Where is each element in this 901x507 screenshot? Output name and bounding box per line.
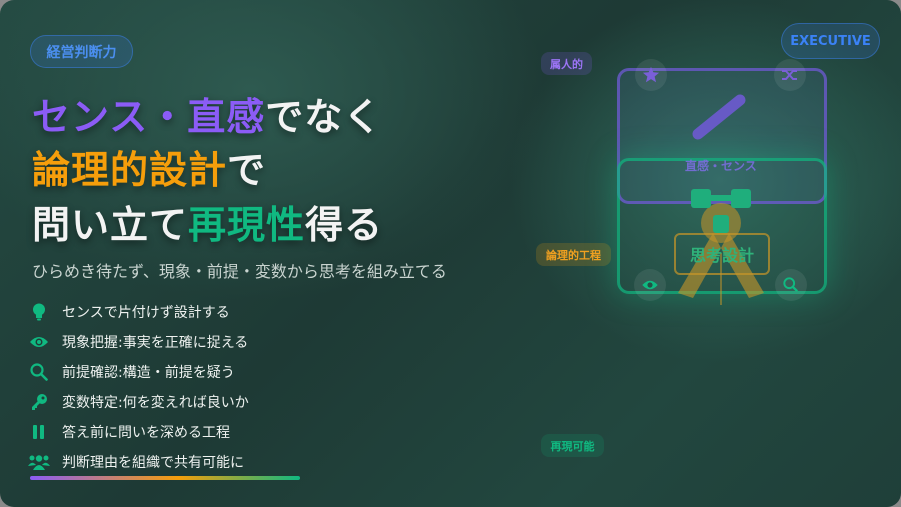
- shuffle-icon: [774, 59, 806, 91]
- compass-icon: [678, 189, 764, 305]
- intuition-label: 直感・センス: [685, 159, 757, 173]
- lightbulb-icon: [28, 302, 50, 322]
- pen-icon: [692, 94, 746, 140]
- pause-icon: [28, 422, 50, 442]
- list-item-label: 前提確認:構造・前提を疑う: [62, 365, 235, 381]
- list-item: 前提確認:構造・前提を疑う: [28, 360, 235, 384]
- list-item: センスで片付けず設計する: [28, 300, 230, 324]
- headline-text: 得る: [305, 202, 384, 247]
- key-icon: [28, 392, 50, 412]
- headline-highlight: センス・直感: [32, 94, 266, 139]
- list-item-label: 判断理由を組織で共有可能に: [62, 455, 244, 471]
- list-item-label: 変数特定:何を変えれば良いか: [62, 395, 249, 411]
- executive-badge: EXECUTIVE: [781, 23, 880, 59]
- headline-text: でなく: [265, 94, 383, 139]
- gradient-divider: [30, 476, 300, 480]
- headline-text: で: [227, 147, 267, 192]
- headline-line-2: 論理的設計で: [32, 139, 266, 194]
- headline-highlight: 論理的設計: [32, 147, 228, 192]
- intuition-box: [617, 68, 827, 204]
- search-icon: [28, 362, 50, 382]
- list-item-label: 答え前に問いを深める工程: [62, 425, 230, 441]
- list-item: 現象把握:事実を正確に捉える: [28, 330, 248, 354]
- eye-icon: [28, 332, 50, 352]
- star-icon: [635, 59, 667, 91]
- list-item-label: センスで片付けず設計する: [62, 305, 230, 321]
- users-icon: [28, 452, 50, 472]
- subtitle: ひらめき待たず、現象・前提・変数から思考を組み立てる: [32, 262, 447, 281]
- search-icon: [775, 269, 807, 301]
- list-item: 変数特定:何を変えれば良いか: [28, 390, 249, 414]
- category-badge: 経営判断力: [30, 35, 133, 68]
- headline-line-1: センス・直感でなく: [32, 86, 382, 141]
- thinking-design-label: 思考設計: [674, 233, 770, 275]
- headline-line-3: 問い立て再現性得る: [32, 194, 383, 249]
- logic-process-tag: 論理的工程: [536, 243, 611, 266]
- list-item: 答え前に問いを深める工程: [28, 420, 230, 444]
- headline-highlight: 再現性: [188, 202, 306, 247]
- list-item-label: 現象把握:事実を正確に捉える: [62, 335, 249, 351]
- headline-text: 問い立て: [32, 202, 189, 247]
- reproducible-tag: 再現可能: [541, 434, 604, 457]
- list-item: 判断理由を組織で共有可能に: [28, 450, 244, 474]
- personal-tag: 属人的: [541, 52, 592, 75]
- eye-icon: [634, 269, 666, 301]
